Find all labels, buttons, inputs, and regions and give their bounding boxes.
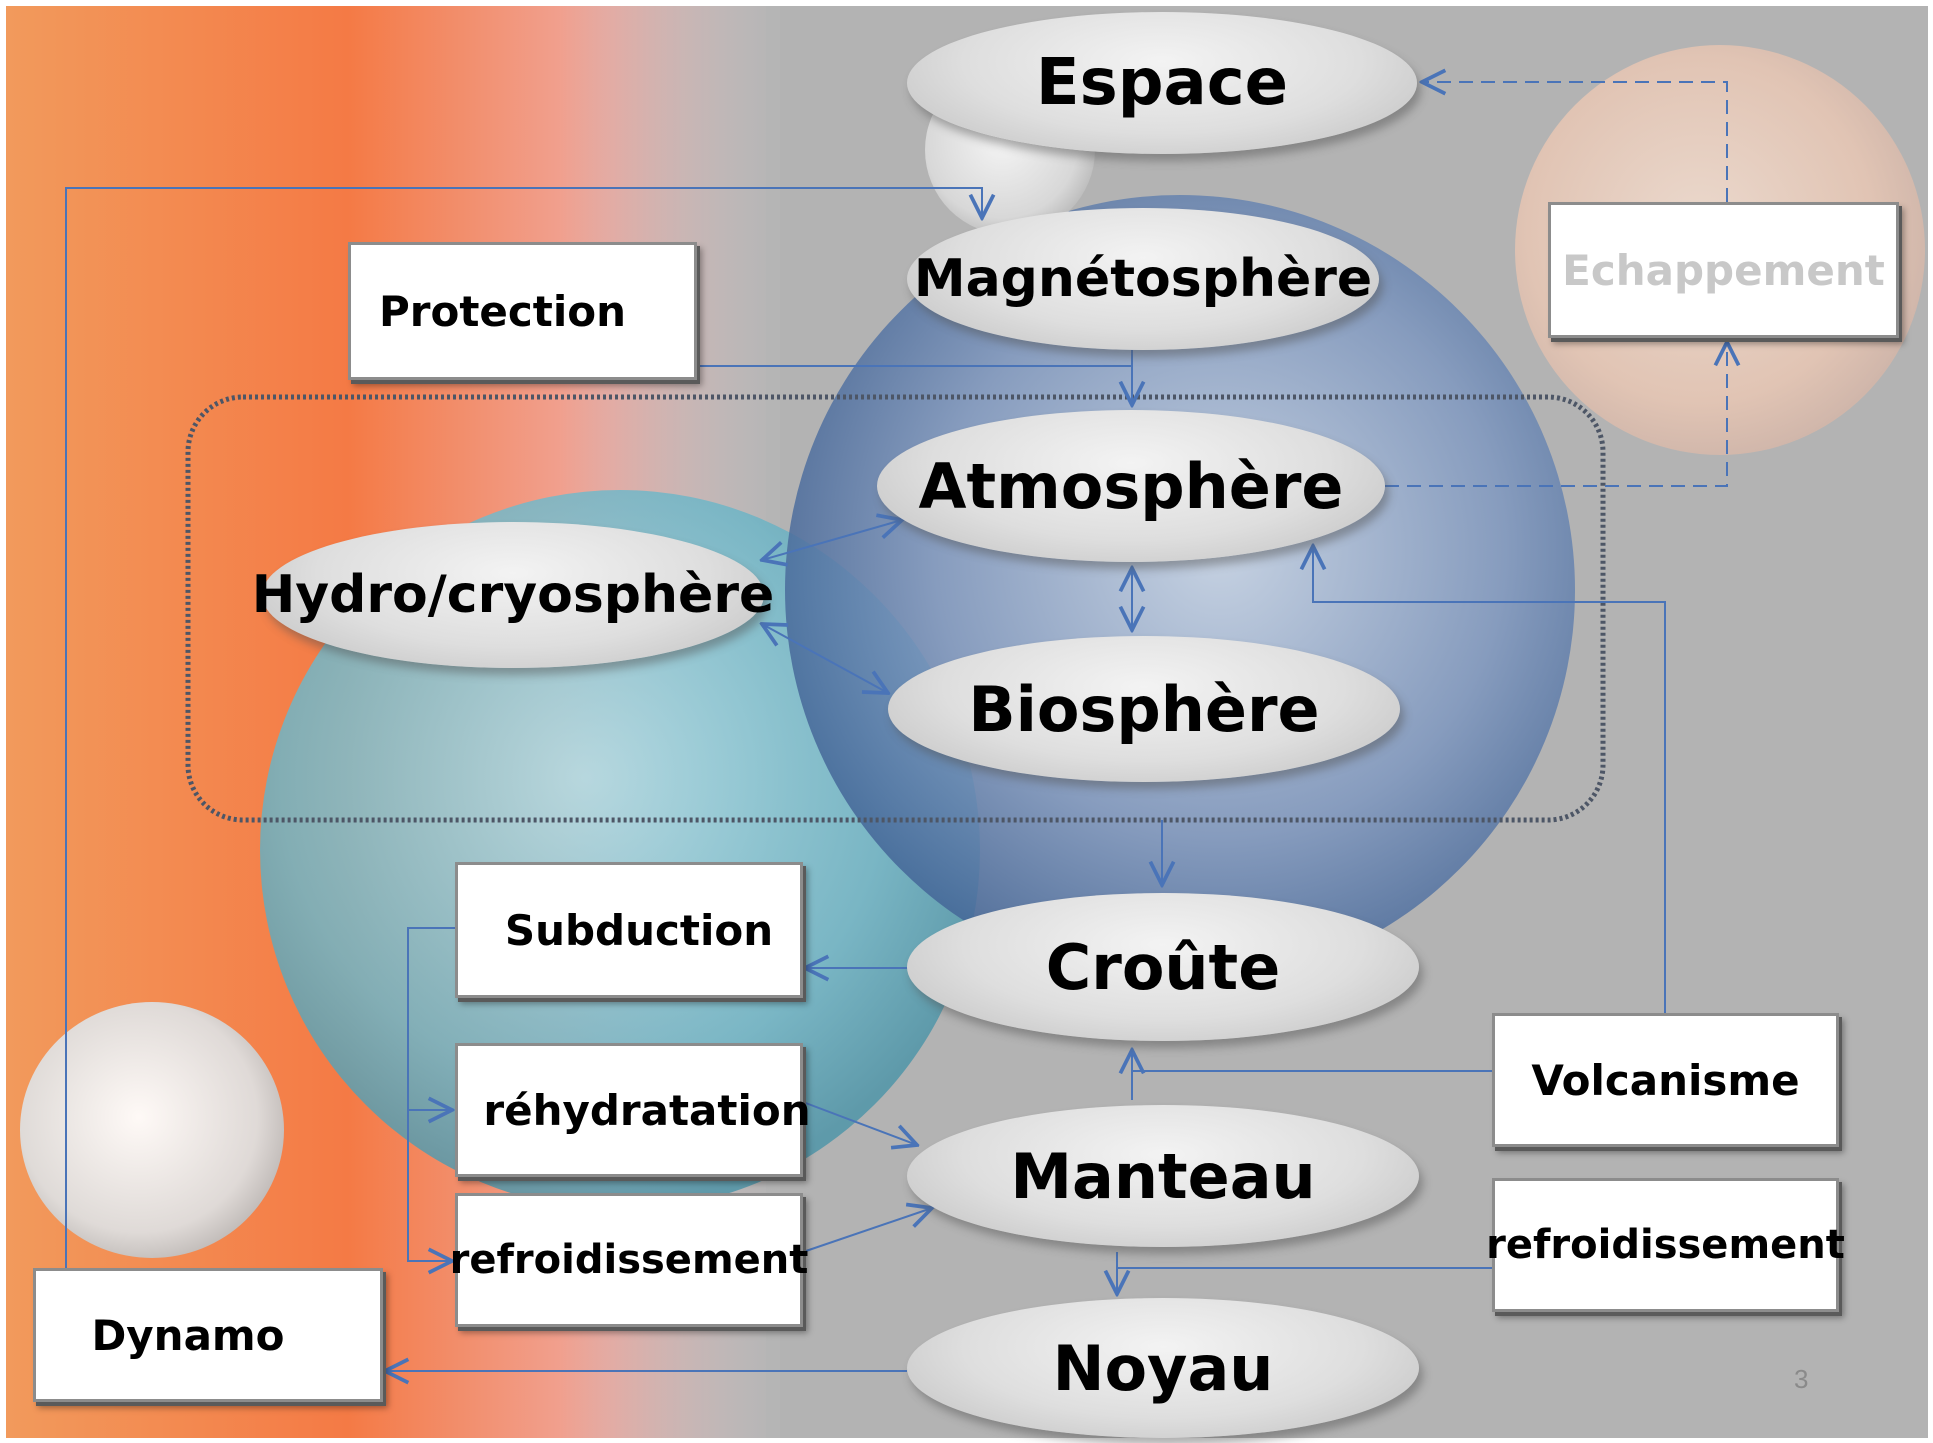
label-espace: Espace <box>1036 46 1288 120</box>
label-manteau: Manteau <box>1010 1140 1315 1213</box>
arrow-hydro-biosphere <box>762 624 888 693</box>
ellipse-hydro: Hydro/cryosphère <box>262 522 764 668</box>
ellipse-espace: Espace <box>907 12 1417 154</box>
box-rehydratation: réhydratation <box>455 1043 803 1177</box>
label-noyau: Noyau <box>1053 1332 1274 1405</box>
ellipse-noyau: Noyau <box>907 1298 1419 1438</box>
arrow-subduction-to-rehydratation <box>408 928 455 1110</box>
label-subduction: Subduction <box>505 906 773 955</box>
label-dynamo: Dynamo <box>91 1311 284 1360</box>
arrow-echappement-to-espace <box>1422 82 1727 202</box>
ellipse-biosphere: Biosphère <box>888 636 1400 782</box>
box-volcanisme: Volcanisme <box>1492 1013 1839 1147</box>
label-protection: Protection <box>379 287 626 336</box>
arrow-atmosphere-to-echappement <box>1385 342 1727 486</box>
arrow-subduction-to-refroidissement <box>408 1110 452 1261</box>
slide-number: 3 <box>1794 1364 1808 1395</box>
ellipse-atmosphere: Atmosphère <box>877 410 1385 562</box>
label-volcanisme: Volcanisme <box>1531 1056 1799 1105</box>
arrow-hydro-atmosphere <box>762 520 902 560</box>
label-croute: Croûte <box>1046 931 1281 1004</box>
label-biosphere: Biosphère <box>968 673 1319 746</box>
arrow-refroidissement-to-manteau <box>803 1208 932 1252</box>
ellipse-magnetosphere: Magnétosphère <box>907 208 1379 350</box>
ellipse-manteau: Manteau <box>907 1105 1419 1247</box>
box-dynamo: Dynamo <box>33 1268 383 1402</box>
box-subduction: Subduction <box>455 862 803 998</box>
label-echappement: Echappement <box>1562 246 1885 295</box>
label-magnetosphere: Magnétosphère <box>914 249 1372 309</box>
box-echappement: Echappement <box>1548 202 1899 338</box>
box-refroidissement-right: refroidissement <box>1492 1178 1839 1312</box>
label-refroidissement-left: refroidissement <box>450 1237 809 1283</box>
box-protection: Protection <box>348 242 697 380</box>
label-hydro: Hydro/cryosphère <box>252 565 774 625</box>
ellipse-croute: Croûte <box>907 893 1419 1041</box>
label-rehydratation: réhydratation <box>483 1086 810 1135</box>
box-refroidissement-left: refroidissement <box>455 1193 803 1327</box>
arrow-rehydratation-to-manteau <box>803 1102 917 1145</box>
label-refroidissement-right: refroidissement <box>1486 1222 1845 1268</box>
label-atmosphere: Atmosphère <box>919 450 1344 523</box>
